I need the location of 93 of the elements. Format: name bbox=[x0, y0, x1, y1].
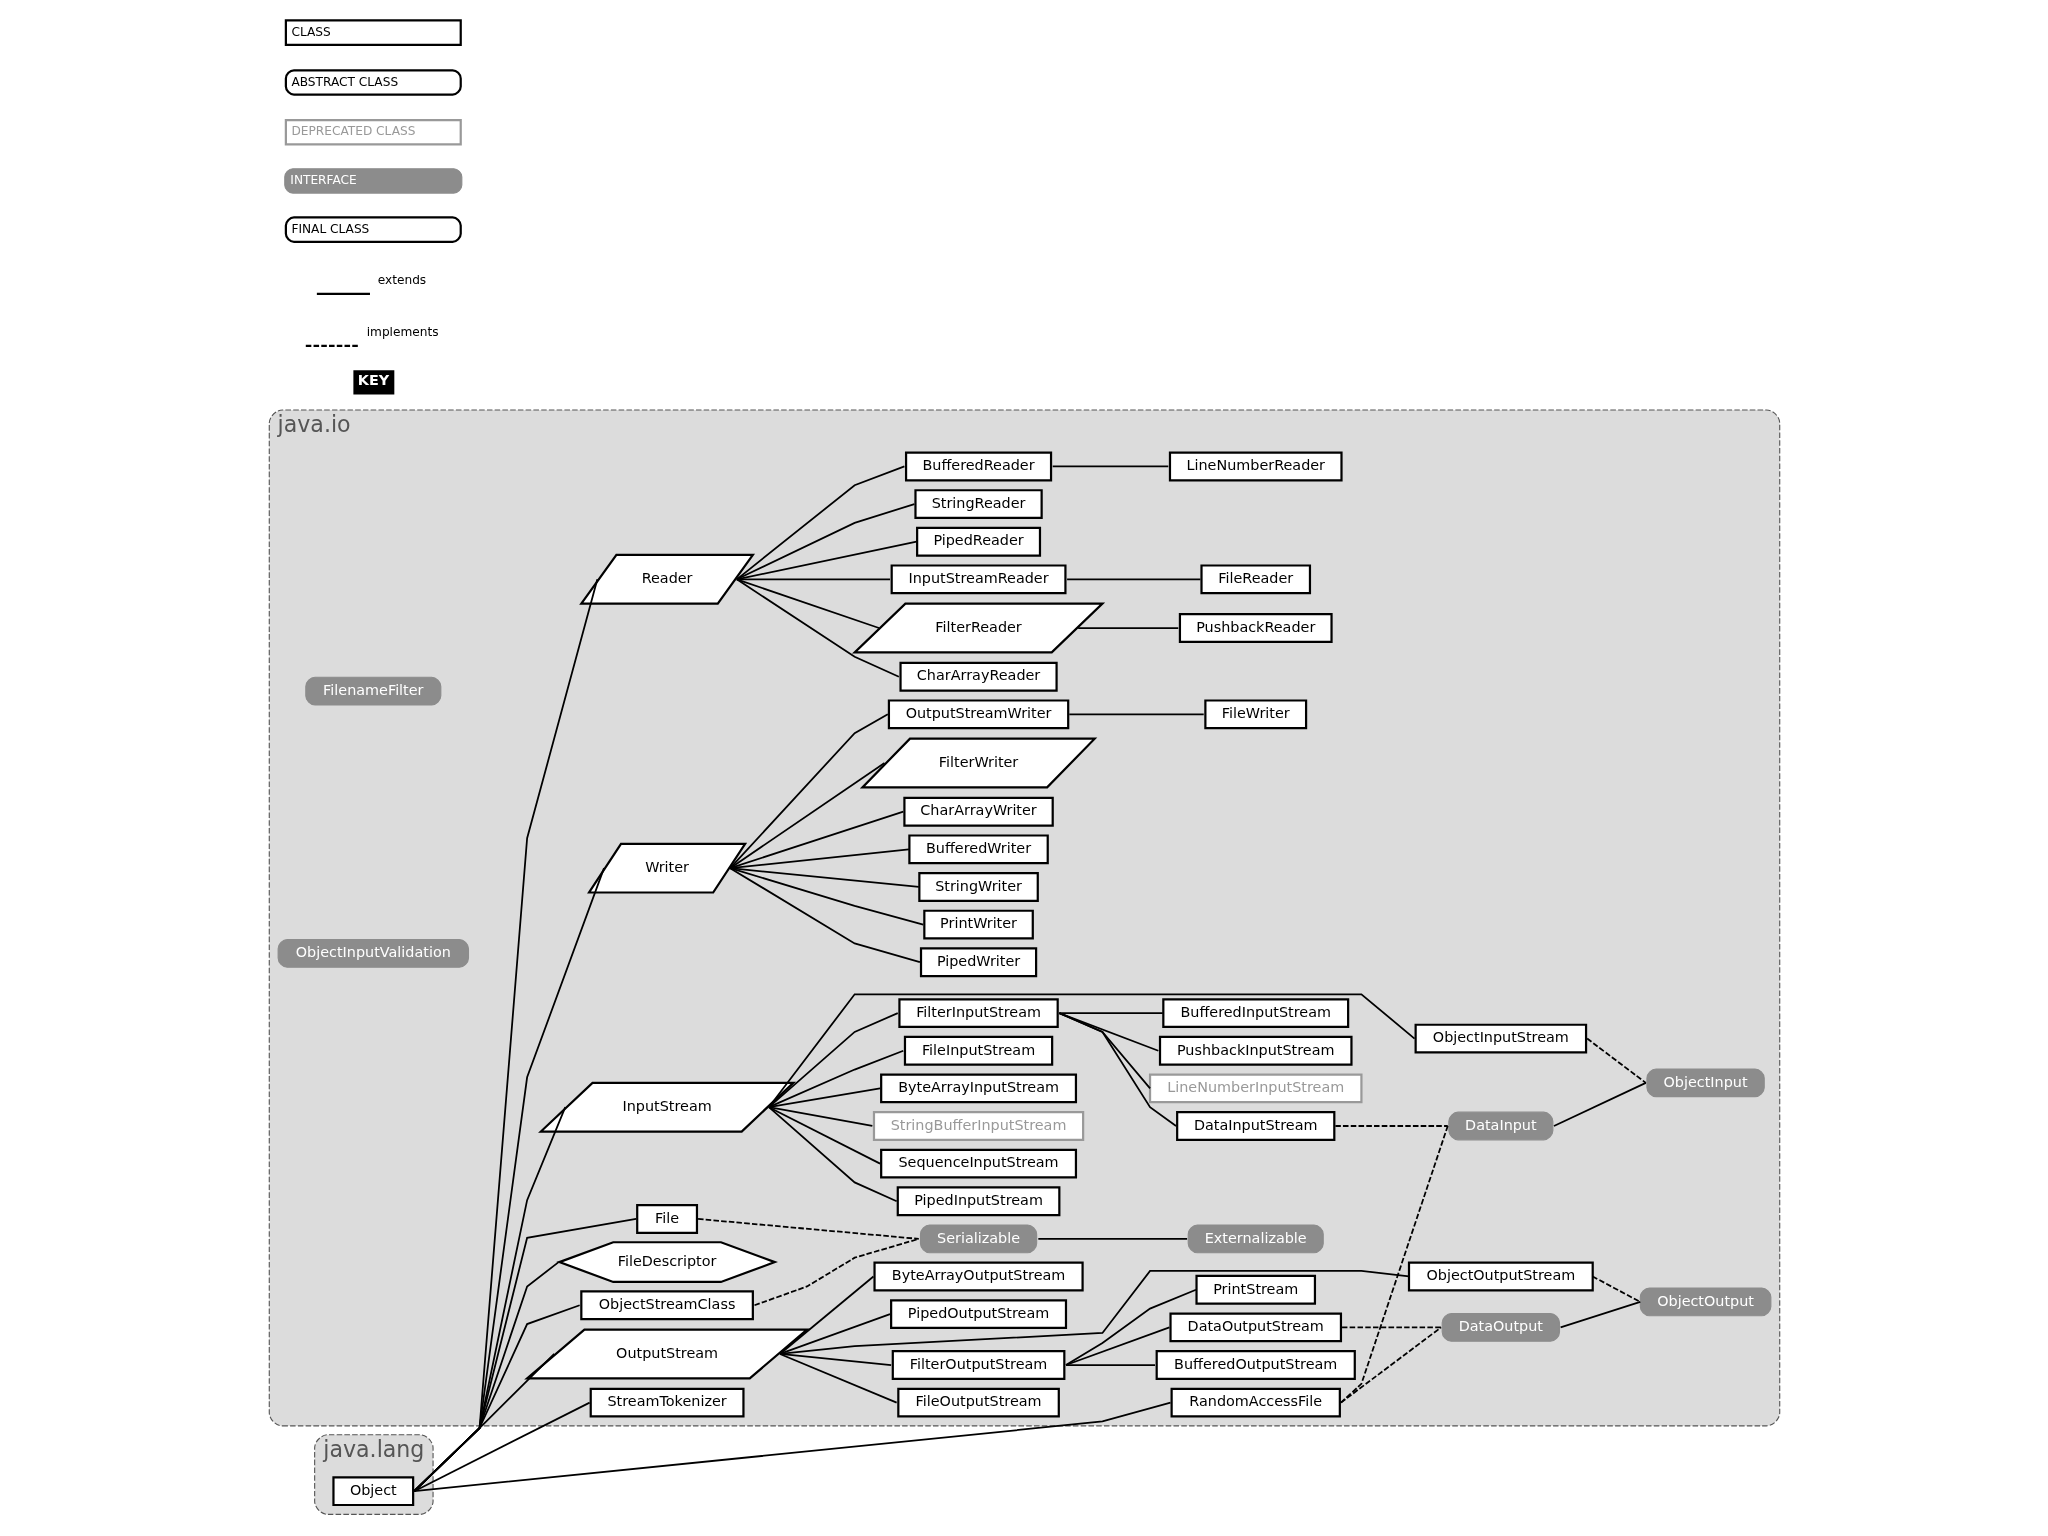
node-box: SequenceInputStream bbox=[879, 1148, 1077, 1179]
node-box: FileOutputStream bbox=[896, 1387, 1060, 1418]
node-box: InputStreamReader bbox=[890, 564, 1067, 595]
node-box: LineNumberReader bbox=[1168, 451, 1343, 482]
connector bbox=[412, 578, 598, 1493]
node-box: PipedInputStream bbox=[896, 1186, 1060, 1217]
legend-label: extends bbox=[377, 272, 426, 287]
connector bbox=[1340, 1326, 1442, 1329]
node-box: FilterOutputStream bbox=[891, 1350, 1065, 1380]
connector bbox=[1552, 1081, 1647, 1127]
node-box: DataInputStream bbox=[1175, 1111, 1335, 1141]
connector bbox=[735, 578, 880, 629]
connector bbox=[778, 1353, 898, 1404]
node-box: DataInput bbox=[1447, 1111, 1553, 1141]
connector bbox=[1064, 1288, 1197, 1366]
node-box: FilenameFilter bbox=[304, 676, 441, 706]
node-box: CharArrayWriter bbox=[902, 796, 1054, 827]
node-box: StringBufferInputStream bbox=[872, 1111, 1084, 1141]
node-box: Object bbox=[331, 1476, 414, 1507]
node-box: PipedWriter bbox=[919, 947, 1037, 978]
connector bbox=[412, 1401, 1171, 1493]
node-box: OutputStreamWriter bbox=[887, 699, 1069, 730]
node-box: StreamTokenizer bbox=[589, 1387, 745, 1418]
node-box: ObjectOutput bbox=[1639, 1287, 1771, 1317]
node-box: PrintWriter bbox=[922, 909, 1034, 940]
node-box: Externalizable bbox=[1187, 1224, 1324, 1254]
connector bbox=[1585, 1037, 1647, 1084]
connector bbox=[735, 465, 905, 581]
connector bbox=[1065, 578, 1201, 581]
legend-label: DEPRECATED CLASS bbox=[290, 124, 415, 139]
legend-label: implements bbox=[366, 324, 439, 339]
connector bbox=[1057, 1012, 1164, 1014]
connector bbox=[753, 1238, 920, 1307]
connector bbox=[1057, 1012, 1159, 1052]
connector bbox=[1064, 1364, 1156, 1366]
connector bbox=[1334, 1125, 1449, 1127]
legend-label: ABSTRACT CLASS bbox=[290, 74, 398, 89]
node-box: RandomAccessFile bbox=[1170, 1387, 1341, 1418]
node-box: PrintStream bbox=[1194, 1274, 1316, 1305]
node-box: StringReader bbox=[913, 489, 1043, 519]
node-box: ObjectOutputStream bbox=[1407, 1261, 1594, 1292]
node-box: ObjectStreamClass bbox=[579, 1290, 754, 1321]
node-box: FileInputStream bbox=[903, 1035, 1053, 1066]
node-box: FileReader bbox=[1199, 564, 1311, 595]
connector bbox=[1064, 1326, 1170, 1366]
connector bbox=[728, 713, 889, 870]
connector bbox=[767, 1106, 881, 1165]
node-box: PushbackInputStream bbox=[1158, 1035, 1353, 1066]
connector bbox=[1076, 627, 1179, 629]
label: KEY bbox=[357, 372, 389, 388]
legend-label: FINAL CLASS bbox=[290, 221, 369, 236]
connector bbox=[412, 1218, 637, 1493]
connector bbox=[696, 1218, 920, 1240]
connector bbox=[778, 1270, 1410, 1355]
connector bbox=[735, 578, 900, 678]
node-box: ObjectInputValidation bbox=[277, 938, 469, 968]
connector bbox=[1339, 1125, 1449, 1404]
node-box: BufferedInputStream bbox=[1161, 998, 1349, 1029]
node-box: FileWriter bbox=[1203, 699, 1307, 730]
connector bbox=[778, 1275, 874, 1355]
connector bbox=[1339, 1326, 1442, 1404]
node-box: BufferedReader bbox=[904, 451, 1052, 482]
connector bbox=[728, 867, 924, 926]
node-box: PipedReader bbox=[915, 526, 1041, 557]
connector bbox=[1067, 713, 1205, 716]
node-box: FilterInputStream bbox=[897, 998, 1059, 1029]
connector bbox=[1051, 465, 1169, 468]
connector bbox=[735, 540, 917, 581]
node-box: BufferedWriter bbox=[907, 834, 1049, 865]
node-box: DataOutputStream bbox=[1168, 1312, 1342, 1343]
node-box: Serializable bbox=[919, 1224, 1037, 1254]
connector bbox=[412, 867, 605, 1493]
connector bbox=[1057, 1012, 1177, 1127]
connector bbox=[735, 503, 915, 581]
node-box: PipedOutputStream bbox=[889, 1299, 1067, 1330]
node-box: ObjectInput bbox=[1645, 1068, 1765, 1098]
legend-label: CLASS bbox=[290, 24, 331, 39]
legend-label: INTERFACE bbox=[289, 173, 357, 188]
connector bbox=[1036, 1238, 1188, 1240]
node-box: ByteArrayInputStream bbox=[879, 1073, 1077, 1104]
node-box: PushbackReader bbox=[1178, 613, 1333, 643]
node-box: BufferedOutputStream bbox=[1155, 1350, 1356, 1380]
connector bbox=[1559, 1301, 1641, 1329]
node-box: ObjectInputStream bbox=[1414, 1023, 1587, 1054]
connector bbox=[728, 867, 921, 964]
node-box: File bbox=[635, 1204, 698, 1234]
node-box: CharArrayReader bbox=[898, 661, 1058, 692]
connector bbox=[767, 1106, 898, 1203]
node-box: LineNumberInputStream bbox=[1148, 1073, 1363, 1104]
node-box: ByteArrayOutputStream bbox=[872, 1261, 1084, 1292]
connector bbox=[1591, 1275, 1641, 1303]
node-box: DataOutput bbox=[1441, 1313, 1560, 1342]
node-box: StringWriter bbox=[917, 872, 1039, 902]
